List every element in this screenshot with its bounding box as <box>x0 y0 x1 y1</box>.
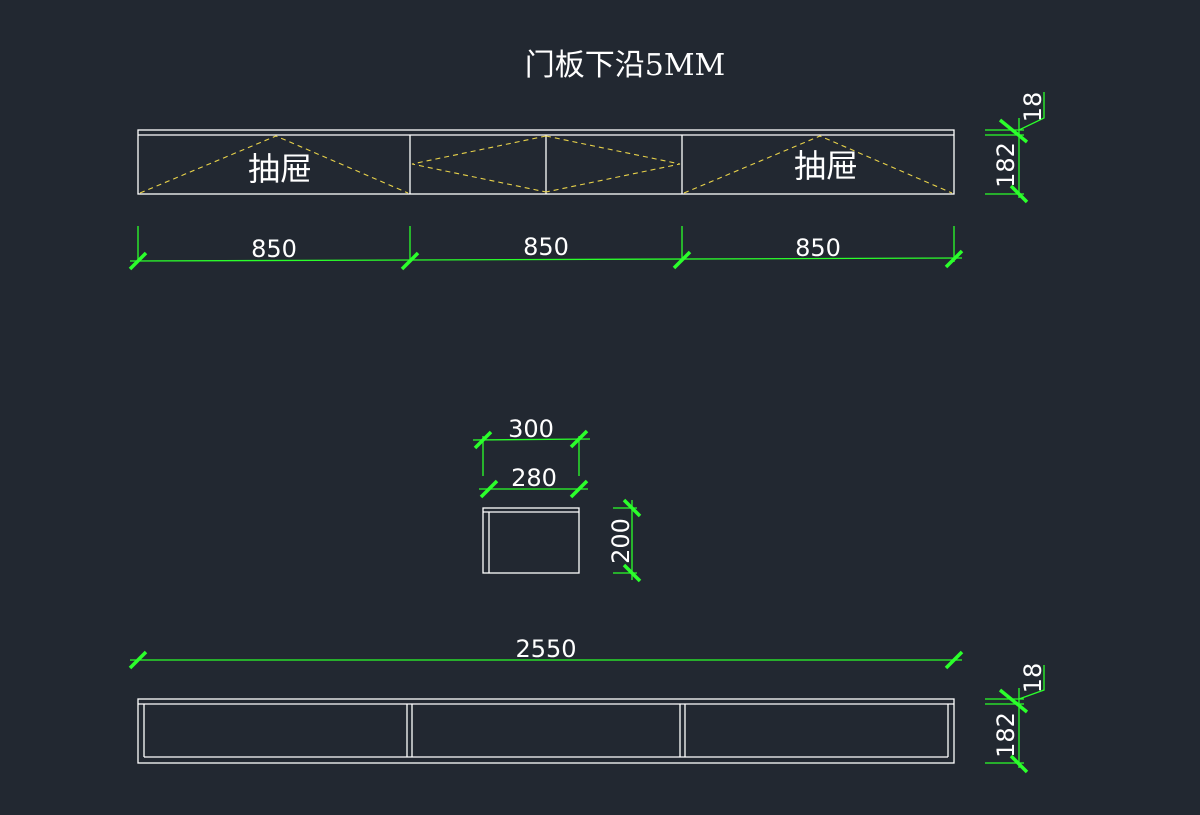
dimension-tick <box>128 650 148 670</box>
dimension-tick <box>473 430 493 450</box>
dimension-tick <box>128 251 148 271</box>
dimension-tick <box>672 250 692 270</box>
dimension-tick <box>944 650 964 670</box>
thickness-label: 18 <box>1019 92 1047 123</box>
total-width-dimension: 2550 <box>128 635 964 670</box>
dimension-tick <box>569 429 589 449</box>
total-width-label: 2550 <box>515 635 576 663</box>
dimension-tick <box>622 498 642 518</box>
width-label-right: 850 <box>795 234 841 262</box>
leader-line <box>1018 665 1045 700</box>
leader-line <box>1018 92 1045 131</box>
dimension-tick <box>622 563 642 583</box>
drawer-label-left: 抽屉 <box>248 150 312 188</box>
top-cabinet-elevation: 抽屉 抽屉 <box>137 129 955 195</box>
top-width-dimension: 850 850 850 <box>128 226 964 271</box>
dimension-tick <box>479 479 499 499</box>
section-inner-width-label: 280 <box>511 464 557 492</box>
height-label: 182 <box>992 142 1020 188</box>
width-label-left: 850 <box>251 235 297 263</box>
door-left-hidden-line <box>411 135 547 193</box>
dimension-tick <box>1009 184 1029 204</box>
bottom-thickness-label: 18 <box>1019 663 1047 694</box>
cross-section: 300 280 200 <box>472 415 642 583</box>
dimension-line <box>472 438 591 441</box>
dimension-tick <box>569 479 589 499</box>
dimension-tick <box>998 118 1029 144</box>
section-height-label: 200 <box>607 518 635 564</box>
dimension-tick <box>944 249 964 269</box>
bottom-height-dimension: 182 18 <box>985 663 1047 774</box>
width-label-center: 850 <box>523 233 569 261</box>
section-outer-width-label: 300 <box>508 415 554 443</box>
dimension-tick <box>400 251 420 271</box>
drawer-left-hidden-line <box>139 135 409 194</box>
dimension-tick <box>1009 754 1029 774</box>
dimension-tick <box>998 688 1029 714</box>
door-right-hidden-line <box>545 135 681 193</box>
drawer-label-right: 抽屉 <box>794 147 858 185</box>
top-height-dimension: 182 18 <box>985 92 1047 204</box>
section-outline <box>482 507 580 574</box>
drawing-title: 门板下沿5MM <box>525 48 726 83</box>
drawer-right-hidden-line <box>683 135 953 194</box>
bottom-cabinet-outline <box>137 698 955 764</box>
dimension-line <box>129 257 963 262</box>
bottom-cabinet-elevation <box>137 698 955 764</box>
bottom-height-label: 182 <box>992 712 1020 758</box>
